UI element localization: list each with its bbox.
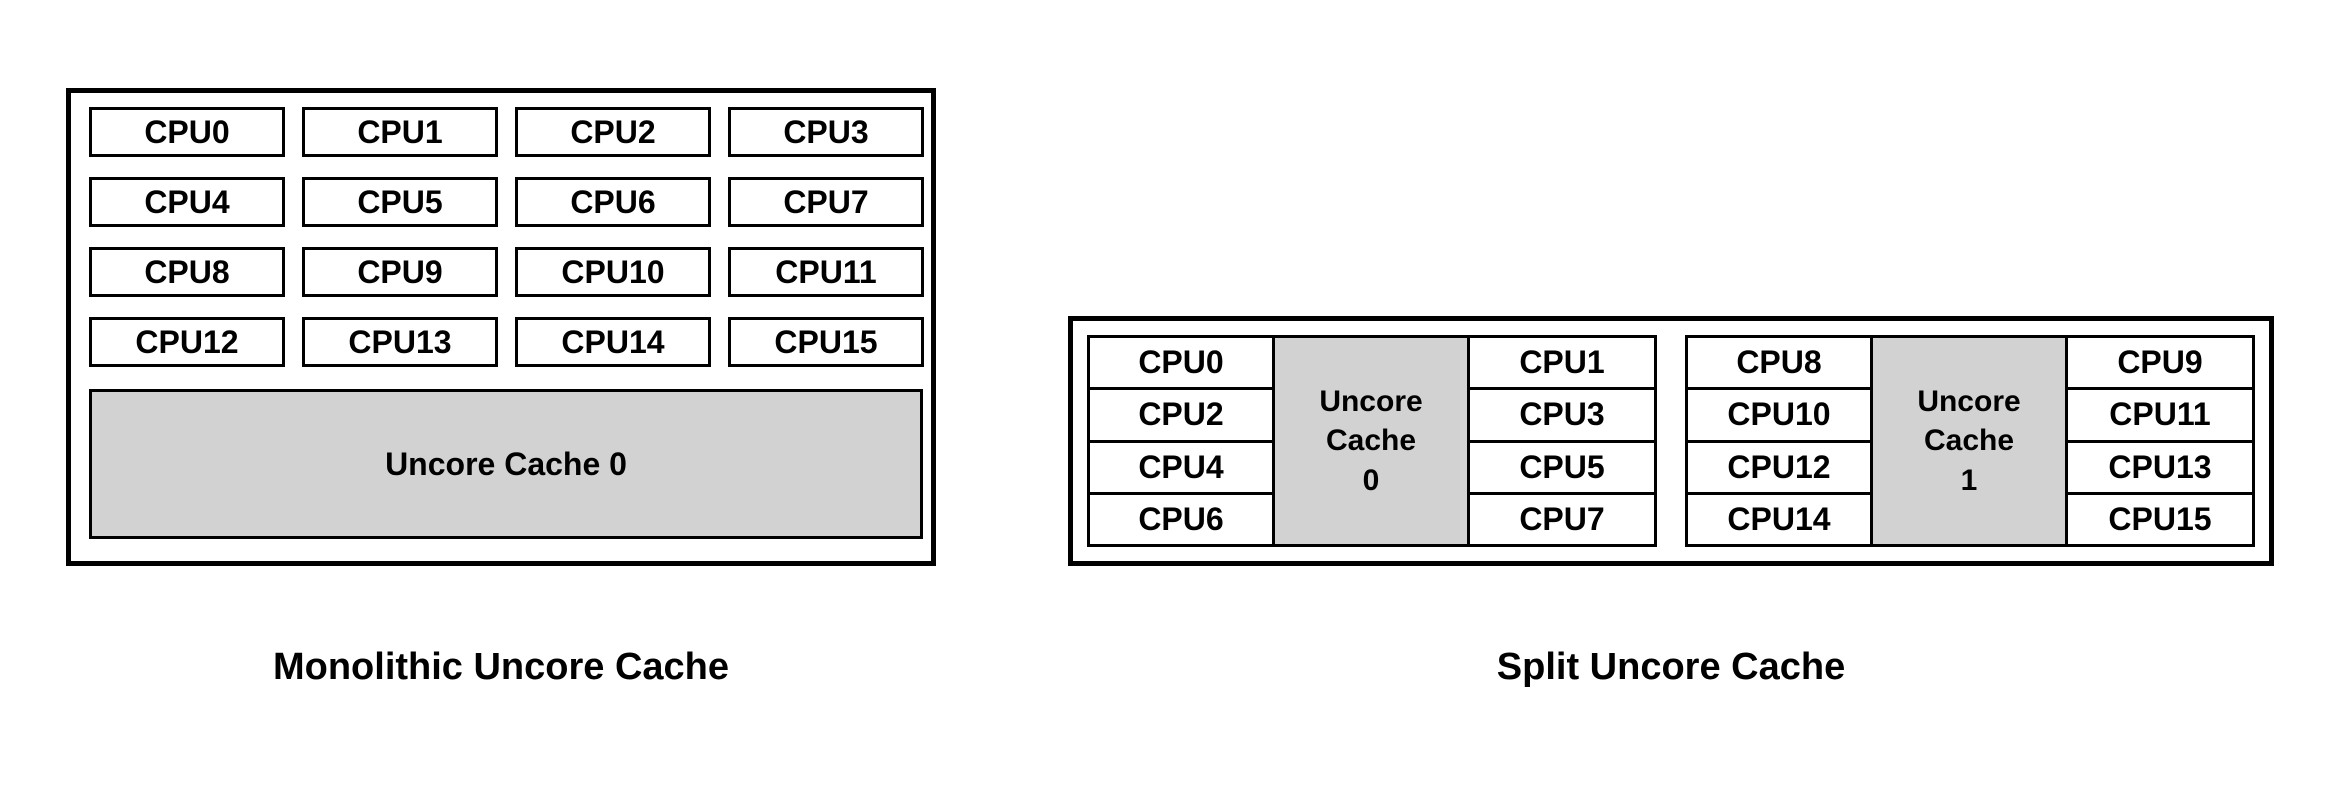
split-figure-caption: Split Uncore Cache [1496, 646, 1846, 688]
cpu-box: CPU4 [1090, 443, 1272, 495]
cpu-box: CPU3 [1470, 390, 1654, 443]
cpu-box: CPU11 [2068, 390, 2252, 443]
uncore-cache-label-line-2: Cache [1325, 424, 1417, 458]
uncore-cache-box: Uncore Cache 0 [1275, 338, 1467, 544]
cpu-box: CPU14 [1727, 500, 1831, 537]
split-group-0-right-cpu-column: CPU1 CPU3 CPU5 CPU7 [1467, 338, 1654, 544]
split-group-0: CPU0 CPU2 CPU4 CPU6 Uncore Cache 0 CPU1 … [1087, 335, 1657, 547]
uncore-cache-box: Uncore Cache 1 [1873, 338, 2065, 544]
cpu-box: CPU6 [1138, 500, 1224, 537]
uncore-cache-label-line-2: Cache [1923, 424, 2015, 458]
cpu-box: CPU2 [515, 107, 711, 157]
cpu-box: CPU4 [89, 177, 285, 227]
cpu-box: CPU7 [1519, 500, 1605, 537]
uncore-cache-label-line-3: 0 [1362, 463, 1380, 497]
cpu-box: CPU0 [89, 107, 285, 157]
split-group-0-left-cpu-column: CPU0 CPU2 CPU4 CPU6 [1090, 338, 1275, 544]
cpu-box: CPU10 [515, 247, 711, 297]
cpu-box: CPU12 [1688, 443, 1870, 495]
monolithic-figure-caption: Monolithic Uncore Cache [272, 646, 730, 688]
cpu-box: CPU11 [728, 247, 924, 297]
split-group-1-right-cpu-column: CPU9 CPU11 CPU13 CPU15 [2065, 338, 2252, 544]
cpu-box: CPU3 [728, 107, 924, 157]
cpu-box: CPU14 [515, 317, 711, 367]
cpu-box: CPU8 [1688, 338, 1870, 391]
cpu-box: CPU2 [1090, 390, 1272, 443]
cpu-box: CPU5 [302, 177, 498, 227]
monolithic-package-outline: CPU0 CPU1 CPU2 CPU3 CPU4 CPU5 CPU6 CPU7 … [66, 88, 936, 566]
cpu-box: CPU7 [728, 177, 924, 227]
cpu-box: CPU15 [728, 317, 924, 367]
cpu-box: CPU13 [2068, 443, 2252, 495]
split-group-1: CPU8 CPU10 CPU12 CPU14 Uncore Cache 1 CP… [1685, 335, 2255, 547]
cpu-box: CPU9 [302, 247, 498, 297]
cpu-box: CPU6 [515, 177, 711, 227]
uncore-cache-box: Uncore Cache 0 [89, 389, 923, 539]
cpu-box: CPU8 [89, 247, 285, 297]
cpu-box: CPU5 [1470, 443, 1654, 495]
cpu-box: CPU15 [2108, 500, 2212, 537]
split-group-1-left-cpu-column: CPU8 CPU10 CPU12 CPU14 [1688, 338, 1873, 544]
cpu-box: CPU9 [2068, 338, 2252, 391]
split-package-outline: CPU0 CPU2 CPU4 CPU6 Uncore Cache 0 CPU1 … [1068, 316, 2274, 566]
uncore-cache-label-line-1: Uncore [1319, 384, 1423, 418]
cpu-box: CPU0 [1090, 338, 1272, 391]
cpu-box: CPU13 [302, 317, 498, 367]
cpu-box: CPU1 [1470, 338, 1654, 391]
cpu-box: CPU1 [302, 107, 498, 157]
cpu-box: CPU10 [1688, 390, 1870, 443]
monolithic-cpu-grid: CPU0 CPU1 CPU2 CPU3 CPU4 CPU5 CPU6 CPU7 … [89, 107, 924, 367]
uncore-cache-label-line-1: Uncore [1917, 384, 2021, 418]
split-cache-groups: CPU0 CPU2 CPU4 CPU6 Uncore Cache 0 CPU1 … [1087, 335, 2255, 547]
cpu-box: CPU12 [89, 317, 285, 367]
uncore-cache-label-line-3: 1 [1960, 463, 1978, 497]
